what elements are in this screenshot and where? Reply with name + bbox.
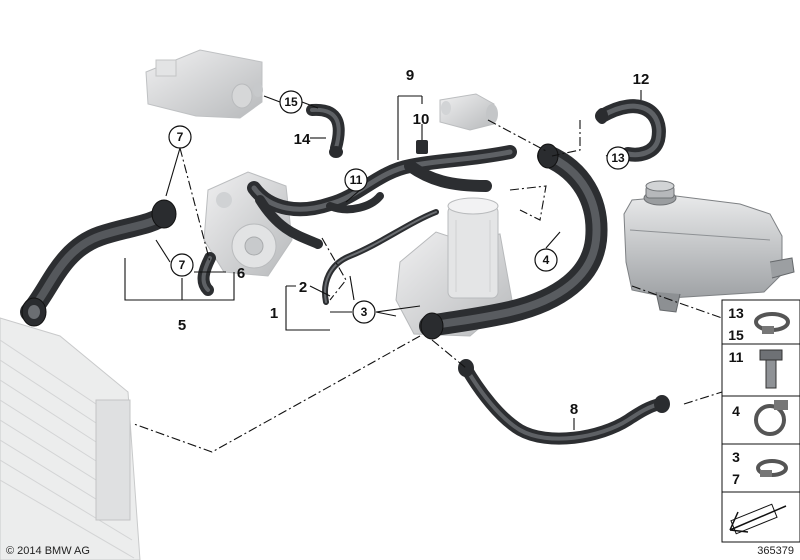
bolt-icon — [759, 349, 783, 389]
hose-2-thin — [322, 209, 439, 305]
legend-panel: 13 15 11 4 3 7 — [721, 299, 800, 543]
hose-12 — [595, 99, 666, 162]
hose-14 — [306, 103, 345, 158]
callout-11: 11 — [350, 173, 363, 187]
callout-2: 2 — [299, 279, 307, 296]
callout-7-lower-circle: 7 — [170, 253, 194, 277]
spring-clamp-icon — [754, 400, 788, 436]
legend-3: 3 — [732, 449, 740, 465]
legend-13: 13 — [728, 305, 744, 321]
hose-9-bypass — [247, 145, 517, 217]
callout-6: 6 — [237, 265, 245, 282]
callout-7-upper-circle: 7 — [168, 125, 192, 149]
callout-7-lower: 7 — [179, 258, 186, 272]
leader-lines — [124, 90, 642, 430]
callout-4-circle: 4 — [534, 248, 558, 272]
callout-8: 8 — [570, 401, 578, 418]
radiator — [0, 317, 141, 560]
callout-15: 15 — [284, 95, 298, 109]
legend-7: 7 — [732, 471, 740, 487]
callout-7-upper: 7 — [177, 130, 184, 144]
hose-11-branch — [255, 192, 384, 249]
callout-5: 5 — [178, 317, 186, 334]
routing-lines — [133, 119, 723, 453]
expansion-tank — [623, 180, 795, 313]
legend-4: 4 — [732, 403, 740, 419]
callout-13-circle: 13 — [606, 146, 630, 170]
callout-4: 4 — [543, 253, 550, 267]
callout-15-circle: 15 — [279, 90, 303, 114]
copyright-text: © 2014 BMW AG — [6, 545, 90, 557]
callout-9: 9 — [406, 67, 414, 84]
hose-6-small-bend — [197, 252, 216, 296]
hose-4-main — [419, 143, 608, 340]
hose-5-radiator-feed — [20, 199, 177, 327]
hose-8-lower — [458, 359, 670, 445]
small-clamp-icon — [756, 459, 788, 477]
callout-12: 12 — [633, 71, 650, 88]
hose-clamp-icon — [754, 312, 790, 334]
direction-arrow-icon — [729, 503, 787, 535]
coolant-connector-top — [439, 93, 498, 131]
callout-1: 1 — [270, 305, 278, 322]
callout-10: 10 — [413, 111, 430, 128]
callout-14: 14 — [294, 131, 311, 148]
callout-11-circle: 11 — [344, 168, 368, 192]
legend-11: 11 — [729, 349, 744, 365]
diagram-number: 365379 — [757, 545, 794, 557]
callout-13: 13 — [611, 151, 625, 165]
legend-15: 15 — [728, 327, 744, 343]
callout-3: 3 — [361, 305, 368, 319]
thermostat-housing — [145, 49, 263, 119]
callout-3-circle: 3 — [352, 300, 376, 324]
clamp-10-icon — [416, 140, 428, 154]
